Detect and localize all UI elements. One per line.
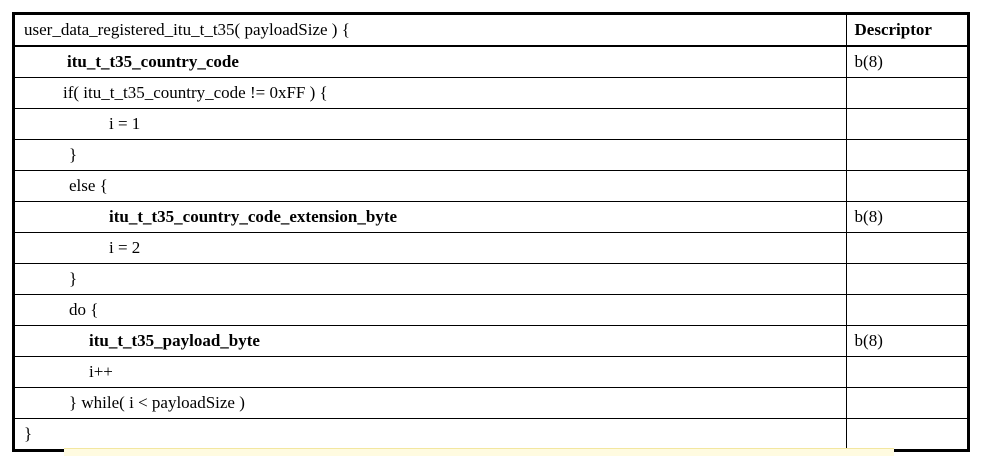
syntax-cell: do {: [13, 294, 847, 326]
descriptor-cell: b(8): [854, 52, 883, 71]
syntax-cell: itu_t_t35_payload_byte: [13, 325, 847, 357]
syntax-cell: itu_t_t35_country_code: [13, 46, 847, 78]
syntax-cell: }: [13, 139, 847, 171]
descriptor-cell: b(8): [846, 201, 969, 233]
syntax-cell: else {: [13, 170, 847, 202]
table-row: itu_t_t35_country_code b(8): [13, 46, 969, 78]
table-row: }: [13, 418, 969, 451]
table-row: itu_t_t35_payload_byte b(8): [13, 325, 969, 357]
syntax-cell: }: [13, 418, 847, 451]
table-row: }: [13, 139, 969, 171]
syntax-header-cell: user_data_registered_itu_t_t35( payloadS…: [13, 13, 847, 47]
descriptor-cell: [846, 356, 969, 388]
descriptor-header-cell: Descriptor: [846, 13, 969, 47]
descriptor-cell: [846, 294, 969, 326]
table-row: }: [13, 263, 969, 295]
syntax-table: user_data_registered_itu_t_t35( payloadS…: [12, 12, 970, 452]
descriptor-cell: [846, 387, 969, 419]
descriptor-cell: [846, 170, 969, 202]
syntax-cell: if( itu_t_t35_country_code != 0xFF ) {: [13, 77, 847, 109]
table-row: i = 1: [13, 108, 969, 140]
descriptor-cell: b(8): [846, 325, 969, 357]
highlight-strip: [64, 448, 894, 456]
syntax-cell: i = 2: [13, 232, 847, 264]
table-row: do {: [13, 294, 969, 326]
syntax-cell: } while( i < payloadSize ): [13, 387, 847, 419]
table-row: itu_t_t35_country_code_extension_byte b(…: [13, 201, 969, 233]
descriptor-cell: [846, 108, 969, 140]
descriptor-cell: [846, 232, 969, 264]
table-header-row: user_data_registered_itu_t_t35( payloadS…: [13, 13, 969, 47]
table-row: if( itu_t_t35_country_code != 0xFF ) {: [13, 77, 969, 109]
table-row: i = 2: [13, 232, 969, 264]
descriptor-cell: [846, 139, 969, 171]
table-row: } while( i < payloadSize ): [13, 387, 969, 419]
syntax-cell: i++: [13, 356, 847, 388]
descriptor-cell: [846, 263, 969, 295]
syntax-cell: itu_t_t35_country_code_extension_byte: [13, 201, 847, 233]
syntax-cell: i = 1: [13, 108, 847, 140]
descriptor-cell: [846, 77, 969, 109]
syntax-cell: }: [13, 263, 847, 295]
table-row: else {: [13, 170, 969, 202]
table-row: i++: [13, 356, 969, 388]
descriptor-cell: [846, 418, 969, 451]
